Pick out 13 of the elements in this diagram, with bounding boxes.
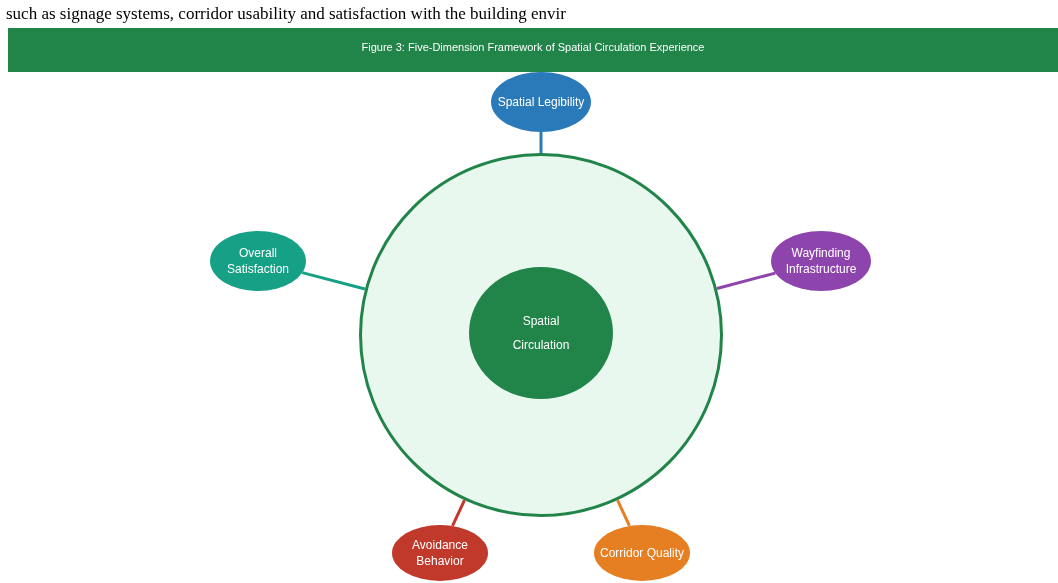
center-circle: Spatial Circulation bbox=[469, 267, 613, 399]
dimension-ellipse: Spatial Legibility bbox=[491, 72, 591, 132]
connector-line bbox=[716, 271, 776, 290]
connector-line bbox=[451, 499, 466, 527]
dimension-ellipse: Corridor Quality bbox=[594, 525, 690, 581]
connector-line bbox=[616, 499, 631, 527]
dimension-ellipse: Avoidance Behavior bbox=[392, 525, 488, 581]
dimension-ellipse: Wayfinding Infrastructure bbox=[771, 231, 871, 291]
body-text: such as signage systems, corridor usability and satisfaction with the building envir bbox=[6, 4, 566, 24]
connector-line bbox=[301, 271, 366, 291]
title-text: Figure 3: Five-Dimension Framework of Spatial Circulation Experience bbox=[360, 41, 706, 53]
connector-line bbox=[539, 132, 543, 153]
dimension-ellipse: Overall Satisfaction bbox=[210, 231, 306, 291]
